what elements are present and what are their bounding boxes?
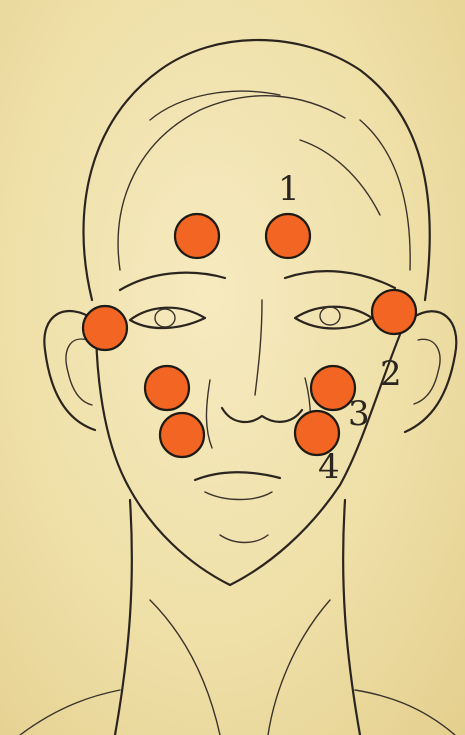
shoulder-left xyxy=(20,690,120,735)
right-eye xyxy=(295,307,372,329)
hair-line-3 xyxy=(360,120,410,270)
point-cheek-left xyxy=(145,366,189,410)
left-eyebrow xyxy=(120,273,225,290)
point-nose-side-left xyxy=(160,413,204,457)
nose-bridge xyxy=(255,300,262,395)
right-eyebrow xyxy=(285,271,395,288)
point-temple-right xyxy=(372,290,416,334)
chin-line xyxy=(220,535,268,543)
point-nose-side-right xyxy=(295,411,339,455)
hair-line-4 xyxy=(300,140,380,215)
right-iris xyxy=(320,307,340,325)
left-eye xyxy=(130,308,205,328)
shoulder-right xyxy=(355,690,455,735)
right-ear xyxy=(405,311,456,432)
left-cheek-line xyxy=(206,380,212,448)
label-2: 2 xyxy=(380,354,402,394)
neck-muscle-left xyxy=(150,600,220,735)
mouth xyxy=(195,472,280,480)
label-1: 1 xyxy=(278,169,300,209)
nose-base xyxy=(222,408,302,422)
lower-lip xyxy=(205,492,272,500)
left-ear-inner xyxy=(66,339,92,405)
neck-muscle-right xyxy=(268,600,330,735)
left-iris xyxy=(155,309,175,327)
face-contour xyxy=(96,310,410,585)
point-forehead-left xyxy=(175,214,219,258)
point-temple-left xyxy=(83,306,127,350)
neck-left xyxy=(115,500,132,735)
neck-right xyxy=(343,500,360,735)
point-forehead-right xyxy=(266,214,310,258)
hair-outline xyxy=(83,40,429,300)
hair-line-1 xyxy=(118,96,345,270)
right-ear-inner xyxy=(414,339,440,404)
point-cheek-right xyxy=(311,366,355,410)
